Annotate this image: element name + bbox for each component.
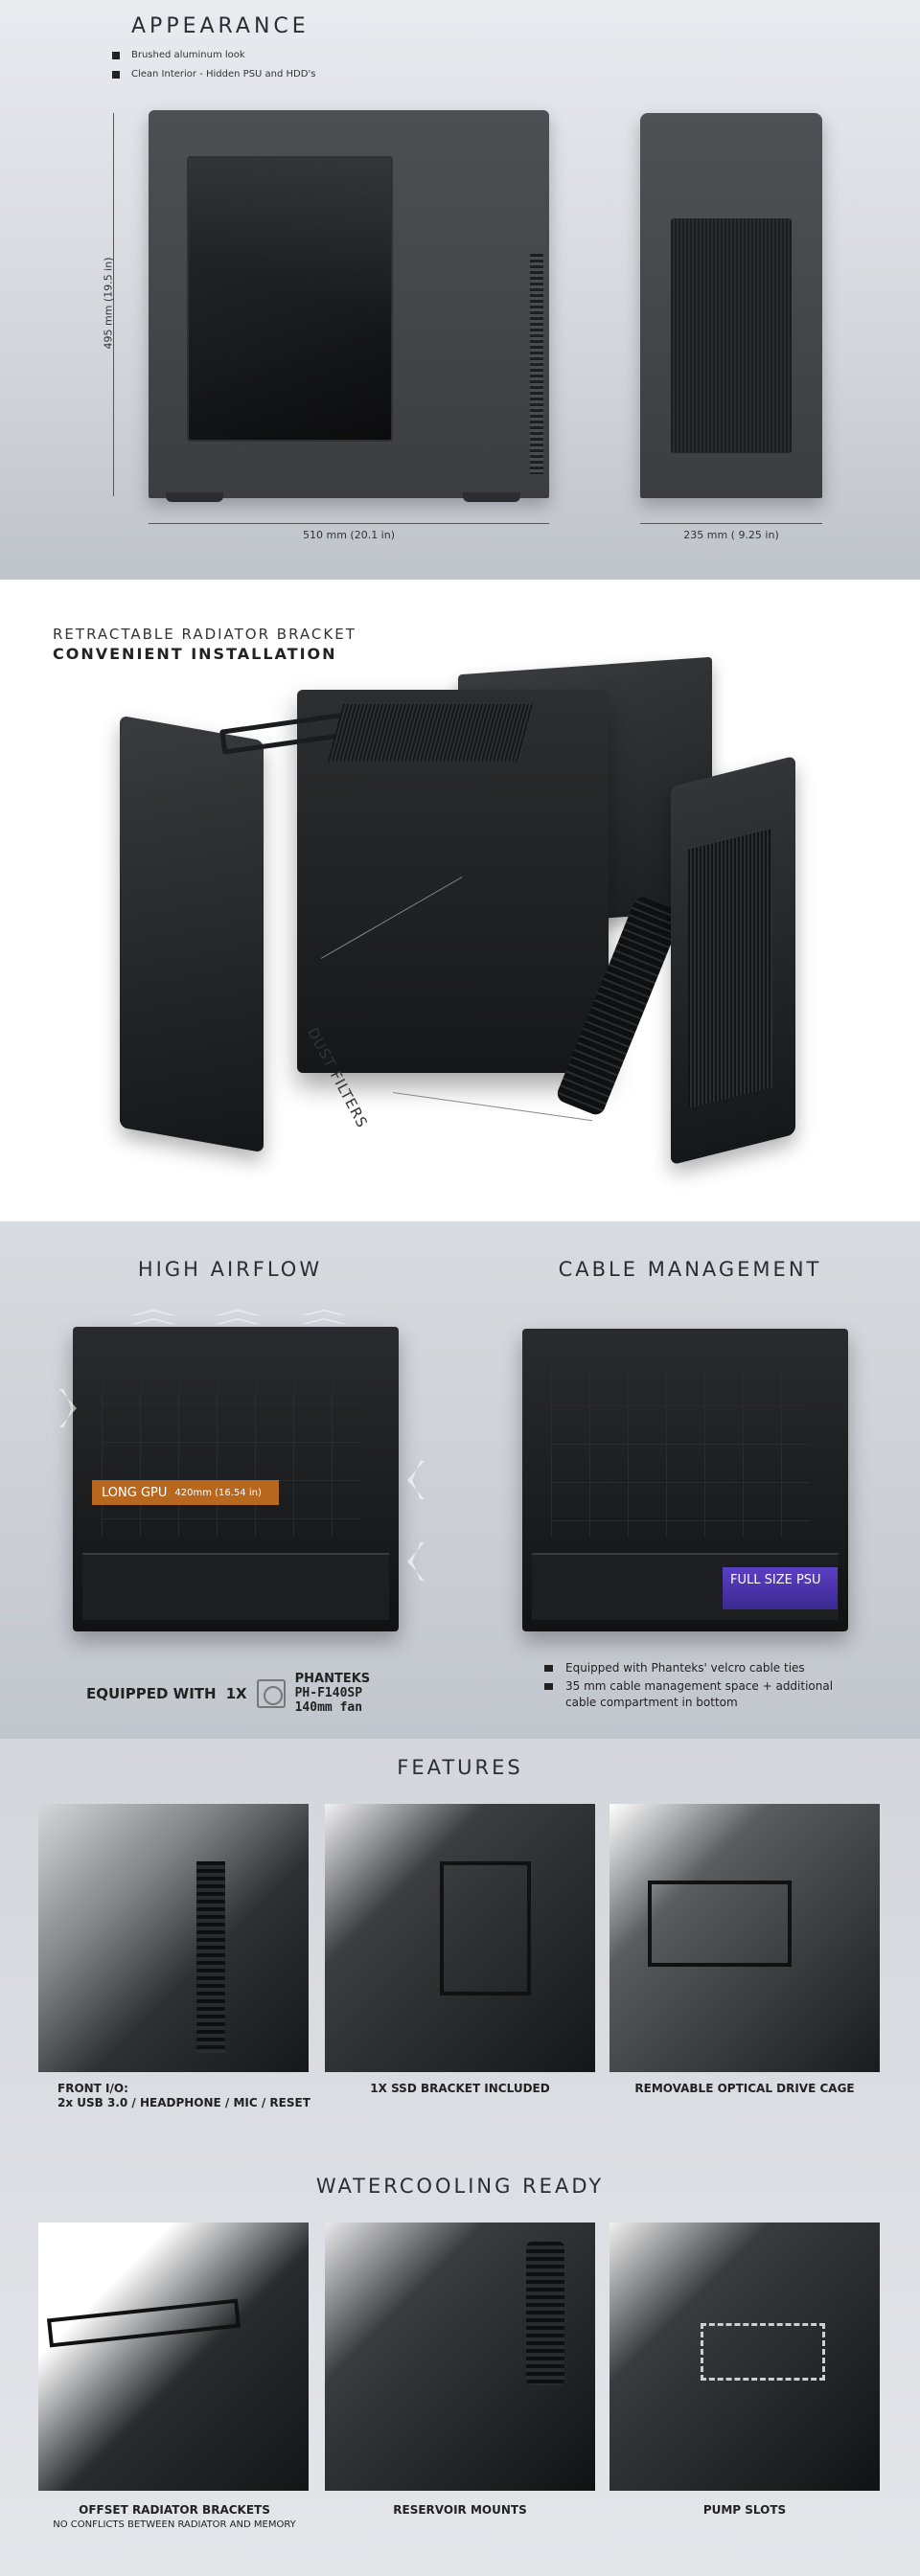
airflow-cable-section: HIGH AIRFLOW CABLE MANAGEMENT [0,1221,920,1739]
reservoir-photo [325,2223,595,2491]
feature-caption: 1X SSD BRACKET INCLUDED [321,2082,599,2096]
caption-line: PUMP SLOTS [702,2503,787,2517]
photo-detail [526,2242,564,2385]
case-front-view-image [640,113,822,498]
fan-icon [256,1678,286,1708]
height-dimension-line [113,113,114,496]
airflow-interior-image [73,1327,399,1631]
equipped-label: EQUIPPED WITH [86,1684,217,1702]
appearance-section: APPEARANCE Brushed aluminum look Clean I… [0,0,920,580]
airflow-arrow-icon [302,1310,346,1327]
interior-grid [102,1365,360,1536]
fan-info: PHANTEKS PH-F140SP 140mm fan [295,1672,371,1715]
gpu-label: LONG GPU [102,1485,168,1500]
side-vents [530,254,543,474]
airflow-arrow-icon [131,1310,175,1327]
interior-grid [551,1367,810,1536]
feature-caption: FRONT I/O: 2x USB 3.0 / HEADPHONE / MIC … [58,2082,335,2110]
pump-slots-photo [610,2223,880,2491]
feature-caption: REMOVABLE OPTICAL DRIVE CAGE [606,2082,884,2096]
width-dimension-label: 510 mm (20.1 in) [302,529,396,541]
front-panel-image [671,755,795,1166]
fan-size: 140mm fan [294,1700,363,1715]
caption-line: REMOVABLE OPTICAL DRIVE CAGE [634,2082,855,2095]
caption-line: 1X SSD BRACKET INCLUDED [370,2082,550,2095]
appearance-title: APPEARANCE [131,14,310,38]
caption-line: NO CONFLICTS BETWEEN RADIATOR AND MEMORY [53,2519,296,2530]
long-gpu-badge: LONG GPU 420mm (16.54 in) [92,1480,279,1505]
appearance-bullet: Brushed aluminum look [112,46,315,65]
case-side-view-image [149,110,549,502]
gpu-size: 420mm (16.54 in) [174,1487,262,1498]
photo-detail [701,2323,825,2381]
caption-line: RESERVOIR MOUNTS [393,2503,527,2517]
front-panel-mesh [688,828,772,1108]
width-dimension-line [149,523,549,524]
features-title: FEATURES [397,1756,523,1779]
caption-line: OFFSET RADIATOR BRACKETS [79,2503,270,2517]
cable-interior-image [522,1329,848,1631]
watercooling-caption: RESERVOIR MOUNTS [321,2503,599,2518]
caption-line: 2x USB 3.0 / HEADPHONE / MIC / RESET [58,2096,310,2109]
case-foot [166,492,223,502]
cable-bullet: 35 mm cable management space + additiona… [544,1678,861,1711]
bracket-title: RETRACTABLE RADIATOR BRACKET [53,626,356,643]
psu-shroud [82,1553,389,1620]
front-io-photo [38,1804,309,2072]
airflow-title: HIGH AIRFLOW [137,1258,323,1281]
airflow-arrow-icon [216,1310,260,1327]
airflow-side-arrow-icon [407,1461,425,1499]
fan-equipped-row: EQUIPPED WITH 1X PHANTEKS PH-F140SP 140m… [86,1672,370,1715]
height-dimension-label: 495 mm (19.5 in) [102,257,115,350]
depth-dimension-label: 235 mm ( 9.25 in) [683,529,779,541]
watercooling-title: WATERCOOLING READY [315,2175,605,2198]
fan-brand: PHANTEKS [294,1672,371,1686]
cable-bullet: Equipped with Phanteks' velcro cable tie… [544,1660,861,1676]
depth-dimension-line [640,523,822,524]
watercooling-caption: OFFSET RADIATOR BRACKETS NO CONFLICTS BE… [35,2503,313,2532]
photo-detail [196,1861,225,2053]
front-mesh [671,218,792,453]
watercooling-caption: PUMP SLOTS [606,2503,884,2518]
case-foot [463,492,520,502]
fan-quantity: 1X [225,1684,247,1702]
cable-bullets: Equipped with Phanteks' velcro cable tie… [544,1660,861,1713]
appearance-bullet: Clean Interior - Hidden PSU and HDD's [112,65,315,84]
airflow-side-arrow-icon [407,1542,425,1581]
bracket-section: RETRACTABLE RADIATOR BRACKET CONVENIENT … [0,580,920,1221]
photo-detail [648,1881,792,1967]
side-window [187,156,393,442]
photo-detail [46,2298,242,2348]
side-panel-image [120,715,264,1153]
top-mesh [327,704,536,762]
caption-line: FRONT I/O: [58,2082,128,2095]
full-size-psu-badge: FULL SIZE PSU [723,1567,838,1609]
offset-radiator-photo [38,2223,309,2491]
cable-title: CABLE MANAGEMENT [558,1258,822,1281]
fan-model: PH-F140SP [294,1686,363,1700]
ssd-bracket-photo [325,1804,595,2072]
bracket-subtitle: CONVENIENT INSTALLATION [53,645,337,663]
appearance-bullets: Brushed aluminum look Clean Interior - H… [112,46,315,84]
optical-cage-photo [610,1804,880,2072]
photo-detail [440,1861,531,1995]
